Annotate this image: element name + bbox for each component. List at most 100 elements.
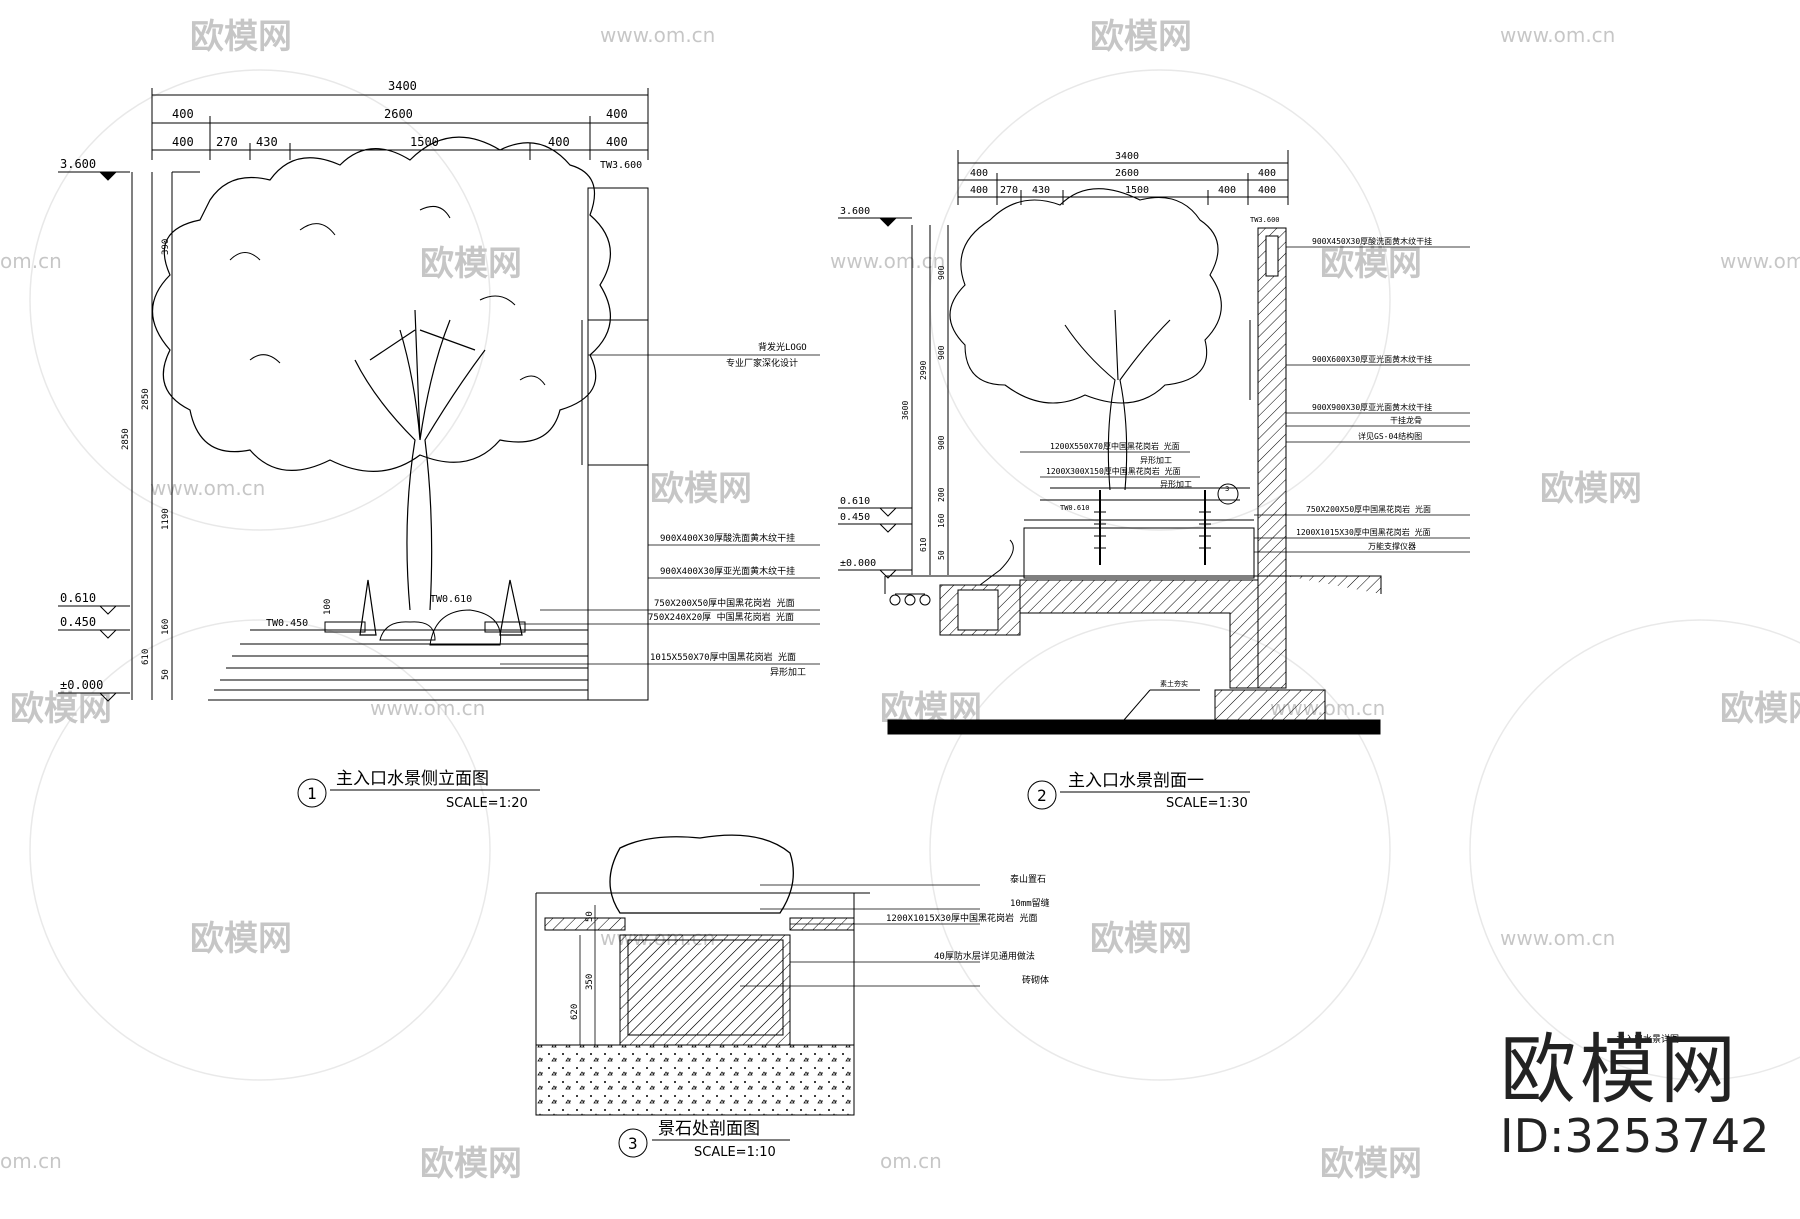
dim-text: 270: [216, 135, 238, 149]
drawing-number: 1: [307, 784, 317, 803]
watermark-text: 欧模网: [1720, 689, 1800, 729]
watermark-url: www.om.cn: [1500, 926, 1615, 950]
callout: 万能支撑仪器: [1368, 541, 1416, 551]
vdim-text: 50: [585, 911, 595, 922]
callout: 砖砌体: [1022, 974, 1049, 986]
tw-mark: TW0.610: [1060, 504, 1090, 512]
dim-text: 400: [172, 107, 194, 121]
dim-text: 1500: [410, 135, 439, 149]
drawing-scale: SCALE=1:30: [1166, 796, 1248, 811]
vdim-text: 100: [323, 599, 333, 615]
vdim-text: 3600: [901, 401, 910, 420]
callout: 900X600X30厚亚光面黄木纹干挂: [1312, 354, 1432, 364]
small-label: 3: [1225, 485, 1229, 493]
drawing-scale: SCALE=1:20: [446, 796, 528, 811]
leaders: [500, 354, 820, 665]
watermark-text: 欧模网: [1090, 17, 1192, 57]
callout: 干挂龙骨: [1390, 415, 1422, 425]
callout: 750X200X50厚中国黑花岗岩 光面: [1306, 504, 1431, 514]
steps: [208, 621, 648, 701]
dim-text: 2600: [1115, 168, 1139, 179]
drawing-1-text: 3400 400 2600 400 400 270 430 1500 400 4…: [60, 79, 807, 811]
level-text: 0.450: [840, 512, 870, 523]
vdim-text: 50: [161, 669, 171, 680]
vdim-text: 900: [937, 345, 946, 360]
dim-text: 400: [172, 135, 194, 149]
drawing-number: 2: [1037, 786, 1047, 805]
watermark-text: 欧模网: [1320, 1144, 1422, 1184]
vdim-text: 2850: [141, 388, 151, 410]
drawing-title: 主入口水景剖面一: [1068, 771, 1204, 791]
vdim-text: 620: [570, 1004, 580, 1020]
drawing-title: 景石处剖面图: [658, 1119, 760, 1139]
drawing-3-section: [535, 834, 980, 1158]
watermark-url: www.om.cn: [150, 476, 265, 500]
dim-text: 2600: [384, 107, 413, 121]
drawing-1-elevation: [58, 88, 820, 808]
watermark-url: om.cn: [0, 1149, 62, 1173]
watermark-text: 欧模网: [190, 17, 292, 57]
dim-text: 3400: [388, 79, 417, 93]
vdim-text: 350: [585, 974, 595, 990]
callout: 详见GS-04结构图: [1358, 431, 1422, 441]
level-marks: [58, 171, 130, 702]
vdim-text: 1190: [161, 508, 171, 530]
callout: 异形加工: [1140, 455, 1172, 465]
watermark-text: 欧模网: [420, 1144, 522, 1184]
tw-mark: TW3.600: [1250, 216, 1280, 224]
watermark-text: 欧模网: [1540, 469, 1642, 509]
dim-text: 400: [606, 135, 628, 149]
level-text: 3.600: [60, 157, 96, 171]
callout: 1200X300X150厚中国黑花岗岩 光面: [1046, 466, 1181, 476]
vdim-text: 610: [919, 537, 928, 552]
callout: 1200X1015X30厚中国黑花岗岩 光面: [886, 912, 1037, 924]
callout: 异形加工: [1160, 479, 1192, 489]
callout: 750X240X20厚 中国黑花岗岩 光面: [648, 611, 794, 623]
dim-text: 3400: [1115, 151, 1139, 162]
dim-text: 400: [970, 185, 988, 196]
watermark-url: www.om.cn: [600, 23, 715, 47]
callout: 专业厂家深化设计: [726, 357, 798, 369]
dim-text: 1500: [1125, 185, 1149, 196]
dim-text: 400: [548, 135, 570, 149]
drawing-scale: SCALE=1:10: [694, 1145, 776, 1160]
dim-text: 400: [970, 168, 988, 179]
callout: 泰山置石: [1010, 873, 1046, 885]
drawing-title: 主入口水景侧立面图: [336, 769, 489, 789]
callout: 900X450X30厚酸洗面黄木纹干挂: [1312, 236, 1432, 246]
watermark-url: www.om.cn: [1500, 23, 1615, 47]
level-text: ±0.000: [60, 678, 103, 692]
drawing-2-text: 3400 400 2600 400 400 270 430 1500 400 4…: [840, 151, 1432, 811]
watermark-url: www.om.cn: [1720, 249, 1800, 273]
brand-block: 欧模网 ID:3253742: [1500, 1030, 1770, 1163]
watermark-text: 欧模网: [10, 689, 112, 729]
vdim-text: 900: [937, 265, 946, 280]
level-text: 0.610: [840, 496, 870, 507]
watermark-text: 欧模网: [190, 919, 292, 959]
vdim-text: 900: [937, 435, 946, 450]
level-text: 3.600: [840, 206, 870, 217]
drawing-number: 3: [628, 1134, 638, 1153]
callout: 900X400X30厚酸洗面黄木纹干挂: [660, 532, 795, 544]
tw-mark: TW0.610: [430, 594, 472, 605]
dim-text: 400: [1258, 185, 1276, 196]
drawing-3-text: 50 350 620 泰山置石 10mm留缝 1200X1015X30厚中国黑花…: [570, 873, 1050, 1160]
watermark-text: 欧模网: [1320, 244, 1422, 284]
vdim-text: 50: [937, 550, 946, 560]
callout: 1200X550X70厚中国黑花岗岩 光面: [1050, 441, 1180, 451]
watermark-layer: 欧模网 欧模网 欧模网 欧模网 欧模网 欧模网 欧模网 欧模网 欧模网 欧模网 …: [0, 17, 1800, 1184]
callout: 750X200X50厚中国黑花岗岩 光面: [654, 597, 795, 609]
tw-mark: TW0.450: [266, 618, 308, 629]
dim-text: 270: [1000, 185, 1018, 196]
callout: 1015X550X70厚中国黑花岗岩 光面: [650, 651, 796, 663]
callout: 10mm留缝: [1010, 897, 1050, 909]
dim-text: 400: [1218, 185, 1236, 196]
watermark-text: 欧模网: [1090, 919, 1192, 959]
callout: 异形加工: [770, 666, 806, 678]
watermark-url: om.cn: [880, 1149, 942, 1173]
watermark-text: 欧模网: [650, 469, 752, 509]
vdim-text: 610: [141, 649, 151, 665]
level-text: ±0.000: [840, 558, 876, 569]
drawing-2-section: [838, 150, 1470, 810]
callout: 40厚防水层详见通用做法: [934, 950, 1035, 962]
